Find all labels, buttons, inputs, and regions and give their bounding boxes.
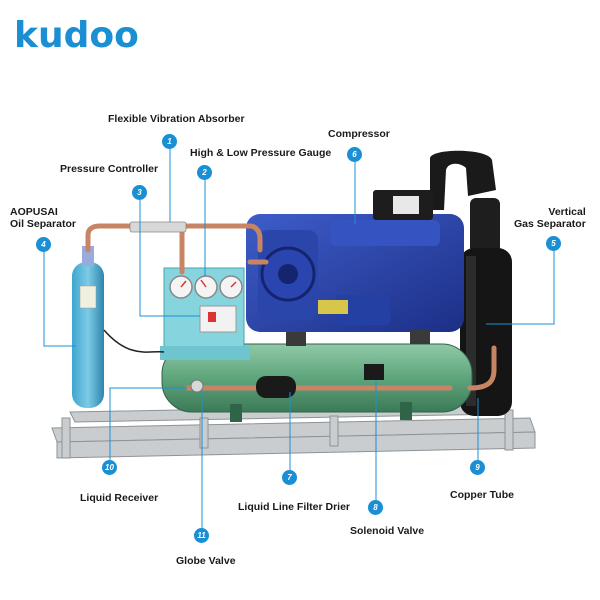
callout-badge-10: 10 [102,460,117,475]
base-frame [51,403,536,459]
logo-text: kudoo [14,15,139,56]
label-gas-separator-line2: Gas Separator [514,218,586,231]
leader-lines [43,148,555,528]
label-copper-tube: Copper Tube [450,489,514,501]
label-gas-separator-line1: Vertical [548,206,586,218]
callout-badge-7: 7 [282,470,297,485]
callout-badge-3: 3 [132,185,147,200]
label-globe-valve: Globe Valve [176,555,236,567]
label-compressor: Compressor [328,128,390,140]
callout-badge-4: 4 [36,237,51,252]
label-filter-drier: Liquid Line Filter Drier [238,501,351,513]
callout-badge-1: 1 [162,134,177,149]
label-oil-separator: AOPUSAI Oil Separator [10,206,76,230]
label-flexible-vibration-absorber: Flexible Vibration Absorber [108,113,245,125]
gas-separator-shape [430,150,512,416]
label-pressure-controller: Pressure Controller [60,163,159,175]
label-oil-separator-line2: Oil Separator [10,218,76,231]
globe-valve-shape [190,379,204,393]
callout-badge-6: 6 [347,147,362,162]
label-pressure-gauge: High & Low Pressure Gauge [190,147,332,159]
filter-drier-shape [256,376,296,398]
label-solenoid-valve: Solenoid Valve [350,525,425,537]
callout-badge-5: 5 [546,236,561,251]
control-box-shape [160,267,250,360]
vibration-absorber-shape [129,221,187,233]
label-liquid-receiver: Liquid Receiver [80,492,159,504]
compressor-shape [246,190,464,346]
oil-separator-shape [72,246,104,408]
liquid-receiver-shape [161,343,473,422]
label-gas-separator: Vertical Gas Separator [514,206,586,230]
callout-badge-8: 8 [368,500,383,515]
label-oil-separator-line1: AOPUSAI [10,206,58,218]
callout-badge-2: 2 [197,165,212,180]
callout-badge-9: 9 [470,460,485,475]
callout-badge-11: 11 [194,528,209,543]
solenoid-shape [364,364,384,380]
kudoo-logo: kudoo [14,18,139,54]
